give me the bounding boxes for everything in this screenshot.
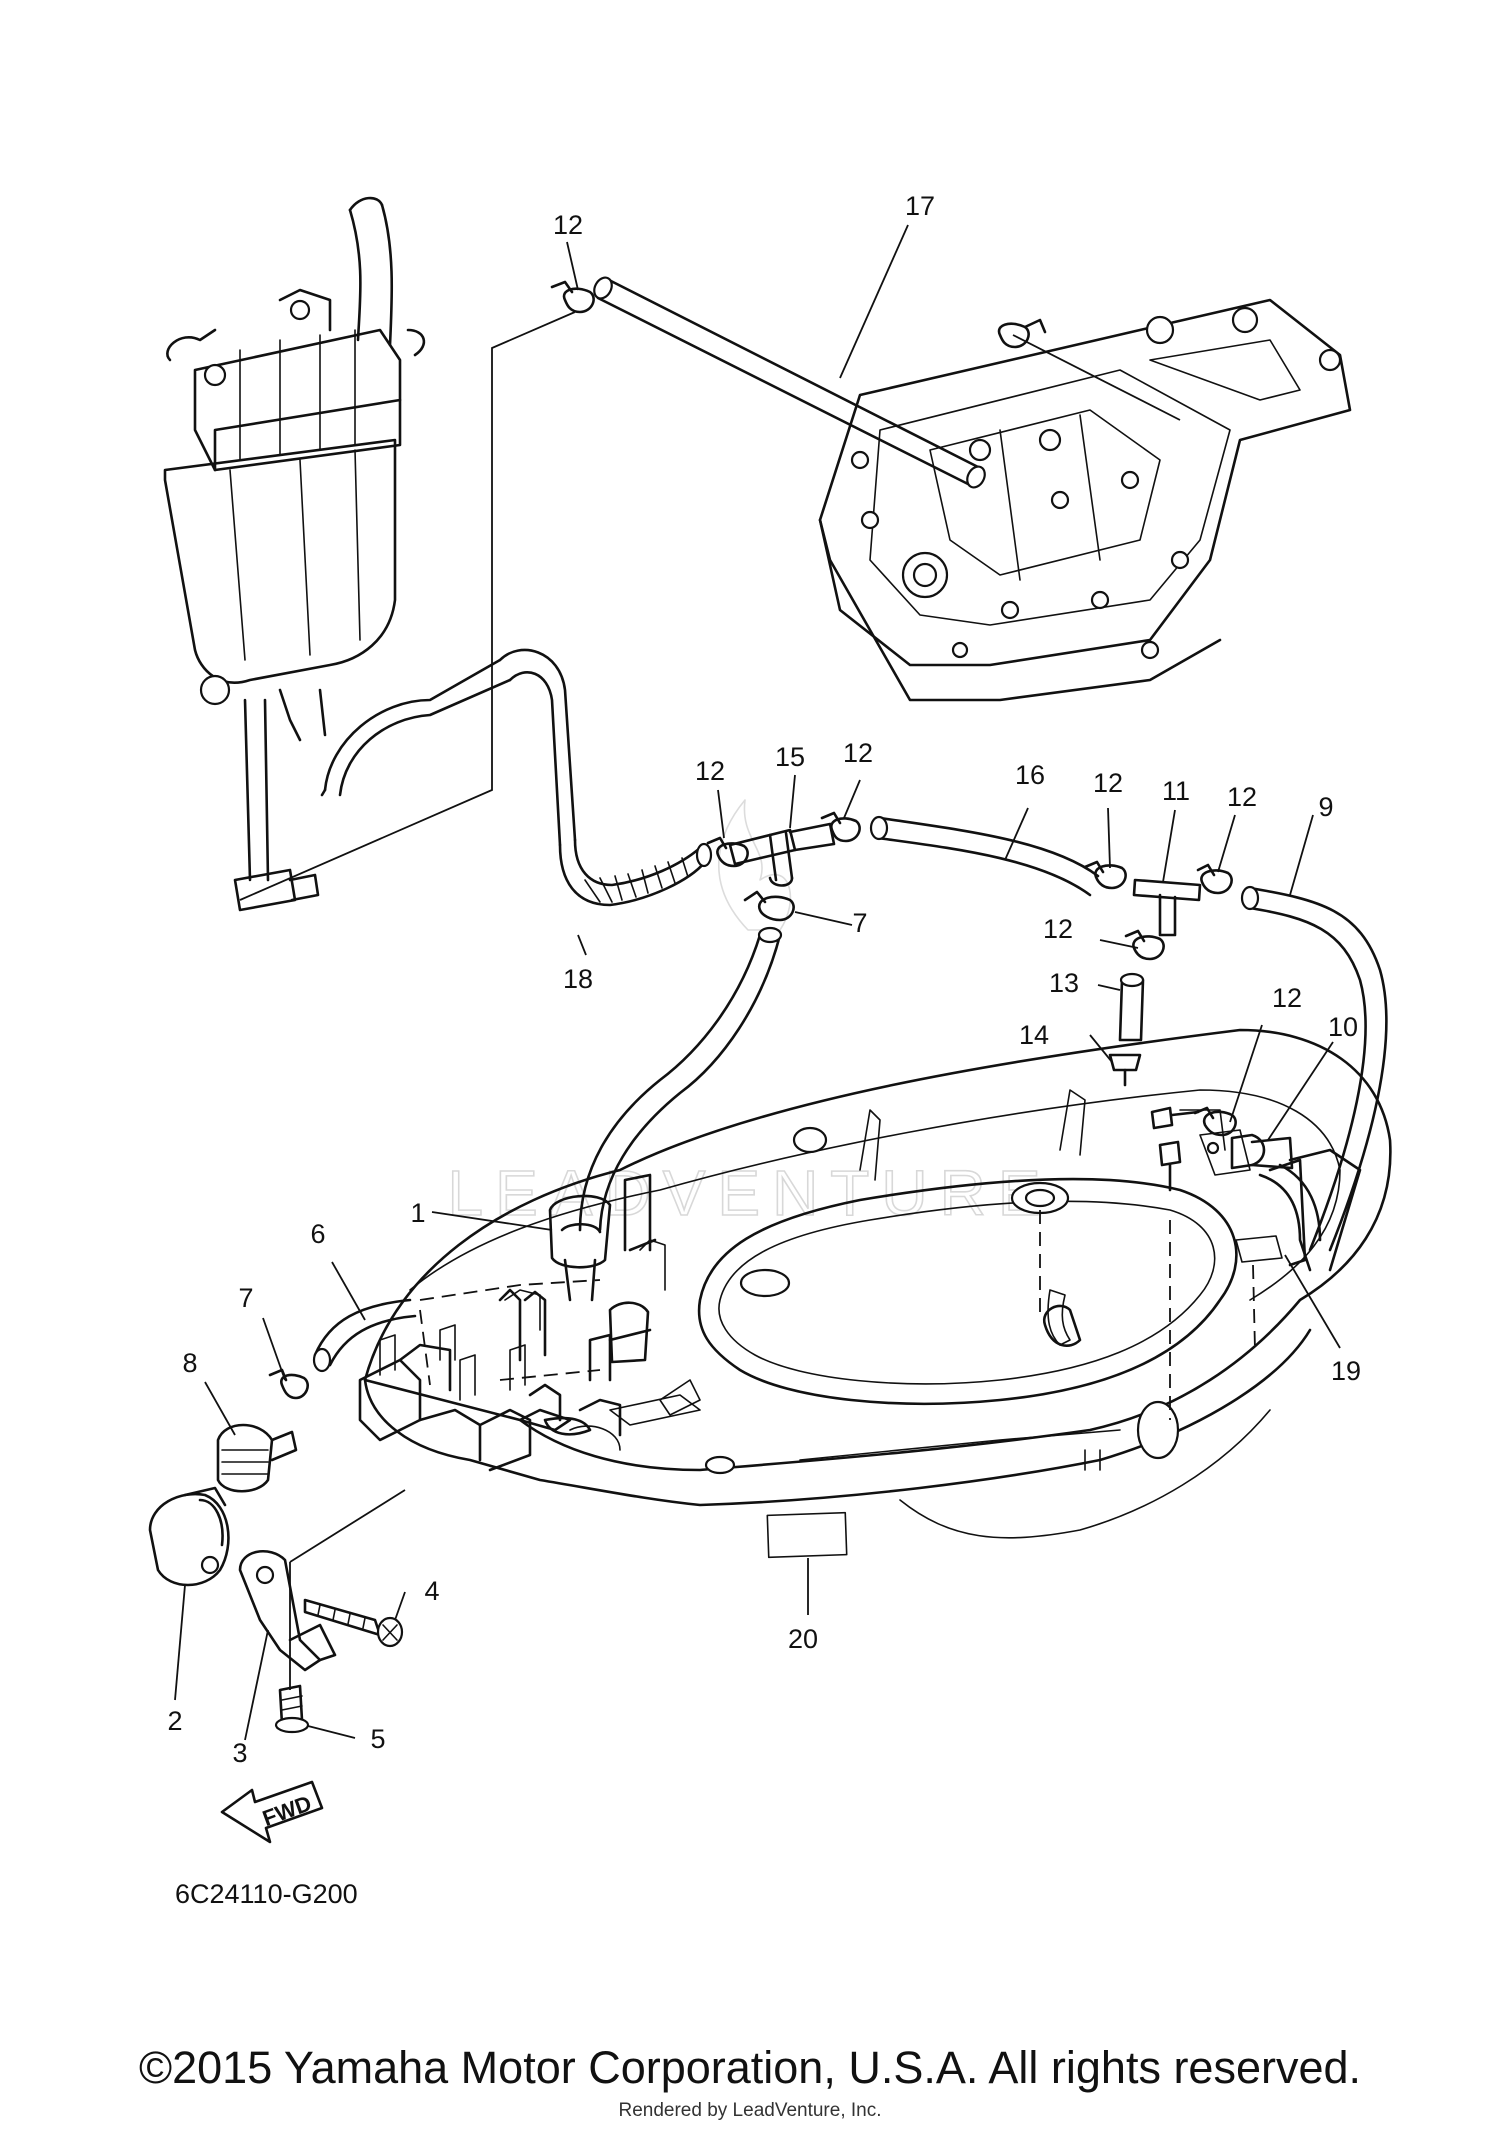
diagram-code: 6C24110-G200	[175, 1879, 358, 1909]
hose-clip-7-center	[743, 890, 795, 922]
callout-13: 13	[1049, 968, 1079, 998]
callout-4: 4	[424, 1576, 439, 1606]
hose-17	[593, 276, 986, 489]
hose-6	[312, 1298, 417, 1373]
callout-3: 3	[232, 1738, 247, 1768]
callout-16: 16	[1015, 760, 1045, 790]
callout-15: 15	[775, 742, 805, 772]
callout-5: 5	[370, 1724, 385, 1754]
hose-16	[869, 815, 1100, 897]
fitting-10	[1230, 1133, 1294, 1170]
callout-12: 12	[1272, 983, 1302, 1013]
callout-7: 7	[852, 908, 867, 938]
engine-mount-plate	[818, 298, 1352, 702]
callout-12: 12	[1093, 768, 1123, 798]
callout-8: 8	[182, 1348, 197, 1378]
callout-17: 17	[905, 191, 935, 221]
hose-clip-7-left	[268, 1368, 309, 1400]
copyright-notice: ©2015 Yamaha Motor Corporation, U.S.A. A…	[138, 2042, 1362, 2093]
watermark: LEADVENTURE	[447, 799, 1053, 1230]
callout-9: 9	[1318, 792, 1333, 822]
callout-12: 12	[553, 210, 583, 240]
callout-14: 14	[1019, 1020, 1049, 1050]
hose-9	[1240, 885, 1388, 1252]
hose-to-pan	[578, 926, 783, 1232]
joint-13	[1118, 972, 1145, 1042]
hose-18	[323, 648, 713, 907]
rendered-by-credit: Rendered by LeadVenture, Inc.	[618, 2100, 882, 2121]
hose-clip-12-top	[550, 280, 595, 314]
drain-plug	[1042, 1304, 1082, 1348]
hose-clips-12	[706, 811, 1237, 1137]
connector-2	[148, 1486, 230, 1587]
callout-18: 18	[563, 964, 593, 994]
screw-4	[303, 1598, 404, 1648]
bottom-cowling	[358, 1028, 1392, 1559]
joint-11	[1132, 878, 1202, 937]
grommet-1	[548, 1194, 612, 1302]
leader-lines	[174, 224, 1341, 1741]
callout-12: 12	[843, 738, 873, 768]
fwd-arrow: FWD	[220, 1780, 324, 1844]
callout-12: 12	[1043, 914, 1073, 944]
callout-12: 12	[1227, 782, 1257, 812]
vent-line	[239, 350, 493, 901]
bracket-3	[238, 1550, 337, 1672]
callout-7: 7	[238, 1283, 253, 1313]
hose-drain	[1258, 1163, 1322, 1272]
callout-12: 12	[695, 756, 725, 786]
hose-clip-12-right-top	[997, 318, 1047, 349]
watermark-text: LEADVENTURE	[448, 1157, 1053, 1229]
fuel-connector-8	[216, 1423, 298, 1493]
callout-20: 20	[788, 1624, 818, 1654]
callout-1: 1	[410, 1198, 425, 1228]
valve-14	[1108, 1053, 1142, 1087]
callout-6: 6	[310, 1219, 325, 1249]
callout-10: 10	[1328, 1012, 1358, 1042]
callout-numbers: 12 17 12 15 12 16 12 11 12 9 12 13 14 12…	[167, 191, 1361, 1909]
callout-11: 11	[1162, 776, 1190, 806]
joint-15	[728, 822, 836, 887]
callout-19: 19	[1331, 1356, 1361, 1386]
vapor-separator-assembly	[163, 196, 426, 912]
bolt-5	[274, 1684, 310, 1734]
callout-2: 2	[167, 1706, 182, 1736]
bolts-center	[1150, 1106, 1200, 1192]
